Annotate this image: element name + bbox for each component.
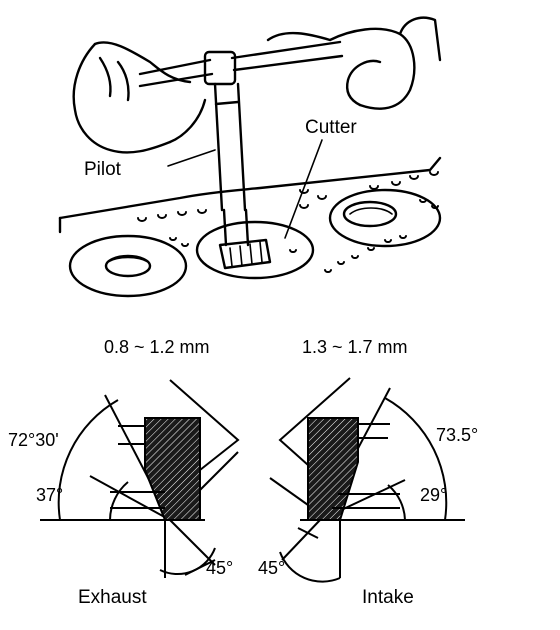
pilot-label: Pilot [84, 159, 121, 180]
cutter-tool-illustration [58, 16, 442, 298]
intake-caption: Intake [362, 587, 414, 608]
exhaust-angle-top: 72°30' [8, 430, 59, 450]
intake-angle-bottom: 45° [258, 558, 286, 578]
cutter-label: Cutter [305, 117, 357, 138]
intake-angle-mid: 29° [420, 485, 448, 505]
intake-width-range: 1.3 ~ 1.7 mm [302, 337, 408, 357]
pilot-leader-line [167, 149, 216, 167]
intake-angle-top: 73.5° [436, 425, 479, 445]
exhaust-angle-bottom: 45° [206, 558, 234, 578]
intake-seat-diagram [269, 377, 465, 583]
exhaust-width-range: 0.8 ~ 1.2 mm [104, 337, 210, 357]
exhaust-caption: Exhaust [78, 587, 147, 608]
cutter-leader-line [284, 139, 323, 239]
exhaust-angle-mid: 37° [36, 485, 64, 505]
exhaust-seat-diagram [40, 379, 240, 578]
